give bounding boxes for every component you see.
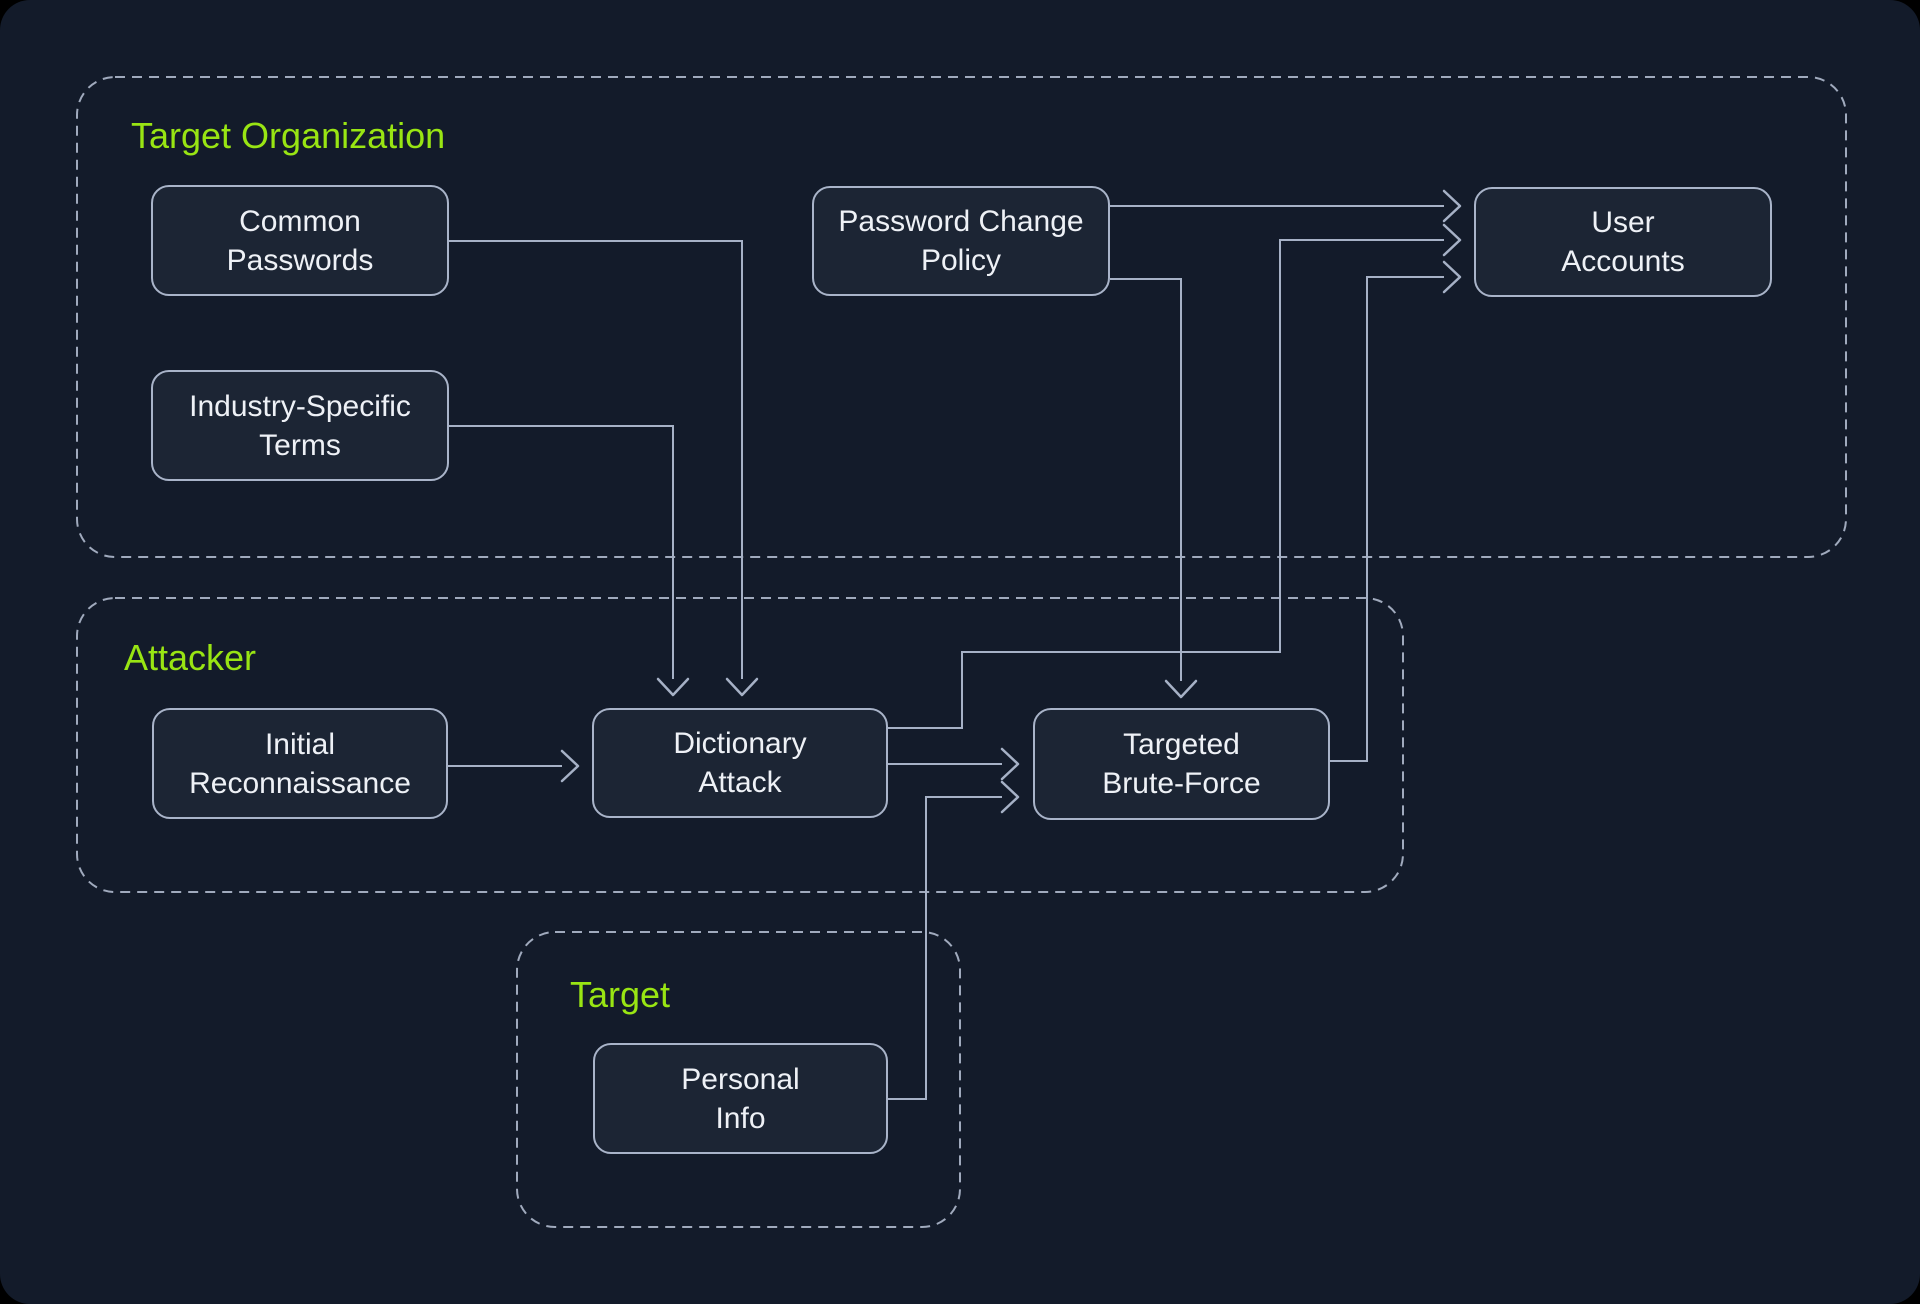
edge-personal-info-to-targeted-brute-force <box>888 796 1002 1100</box>
node-industry-specific-terms[interactable]: Industry-Specific Terms <box>151 370 449 481</box>
node-initial-reconnaissance[interactable]: Initial Reconnaissance <box>152 708 448 819</box>
group-label-attacker: Attacker <box>124 637 257 678</box>
node-dictionary-attack[interactable]: Dictionary Attack <box>592 708 888 818</box>
edge-dictionary-attack-to-user-accounts <box>888 239 1444 729</box>
arrowhead-down-icon <box>725 677 759 697</box>
arrowhead-down-icon <box>1164 679 1198 699</box>
group-label-target: Target <box>570 974 671 1015</box>
edge-password-change-policy-to-targeted-brute-force <box>1110 278 1182 681</box>
node-personal-info[interactable]: Personal Info <box>593 1043 888 1154</box>
node-password-change-policy[interactable]: Password Change Policy <box>812 186 1110 296</box>
group-label-target-organization: Target Organization <box>131 115 446 156</box>
arrowhead-right-icon <box>1442 189 1462 223</box>
arrowhead-right-icon <box>1000 780 1020 814</box>
node-user-accounts[interactable]: User Accounts <box>1474 187 1772 297</box>
edge-industry-specific-terms-to-dictionary-attack <box>449 425 674 679</box>
arrowhead-down-icon <box>656 677 690 697</box>
arrowhead-right-icon <box>1442 260 1462 294</box>
arrowhead-right-icon <box>1000 747 1020 781</box>
edge-targeted-brute-force-to-user-accounts <box>1330 276 1444 762</box>
arrowhead-right-icon <box>1442 223 1462 257</box>
edge-common-passwords-to-dictionary-attack <box>449 240 743 679</box>
arrowhead-right-icon <box>560 749 580 783</box>
node-targeted-brute-force[interactable]: Targeted Brute-Force <box>1033 708 1330 820</box>
node-common-passwords[interactable]: Common Passwords <box>151 185 449 296</box>
